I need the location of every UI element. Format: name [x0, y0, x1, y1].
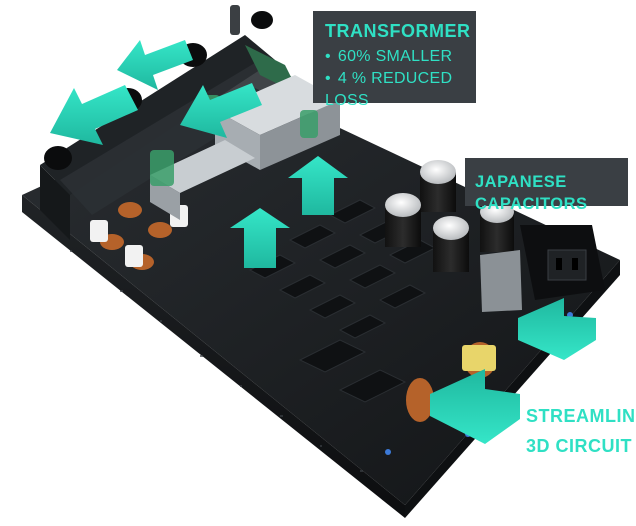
transformer-callout: TRANSFORMER 60% SMALLER 4 % REDUCED LOSS — [313, 11, 476, 109]
airflow-arrow-4 — [230, 208, 290, 268]
capacitor-bank — [385, 160, 514, 272]
transformer-bullet-2: 4 % REDUCED LOSS — [325, 68, 464, 112]
airflow-arrow-7 — [430, 369, 520, 444]
transformer-block — [150, 75, 340, 220]
ac-inlet — [480, 225, 605, 312]
airflow-arrow-6 — [518, 298, 596, 360]
transformer-bullet-1: 60% SMALLER — [325, 46, 464, 68]
emi-filter — [462, 345, 496, 371]
transformer-bullets: 60% SMALLER 4 % REDUCED LOSS — [325, 46, 464, 112]
circuit-caption-line-2: 3D CIRCUIT — [526, 436, 633, 456]
circuit-caption: STREAMLINED 3D CIRCUIT — [526, 401, 636, 461]
capacitors-title: JAPANESE CAPACITORS — [475, 173, 588, 213]
airflow-arrow-2 — [117, 40, 193, 90]
capacitors-callout: JAPANESE CAPACITORS — [465, 158, 628, 213]
circuit-caption-line-1: STREAMLINED — [526, 406, 636, 426]
transformer-title: TRANSFORMER — [325, 21, 471, 41]
airflow-arrow-1 — [50, 85, 138, 145]
airflow-arrow-5 — [288, 156, 348, 215]
airflow-arrow-3 — [180, 83, 262, 138]
airflow-arrows — [50, 40, 596, 444]
